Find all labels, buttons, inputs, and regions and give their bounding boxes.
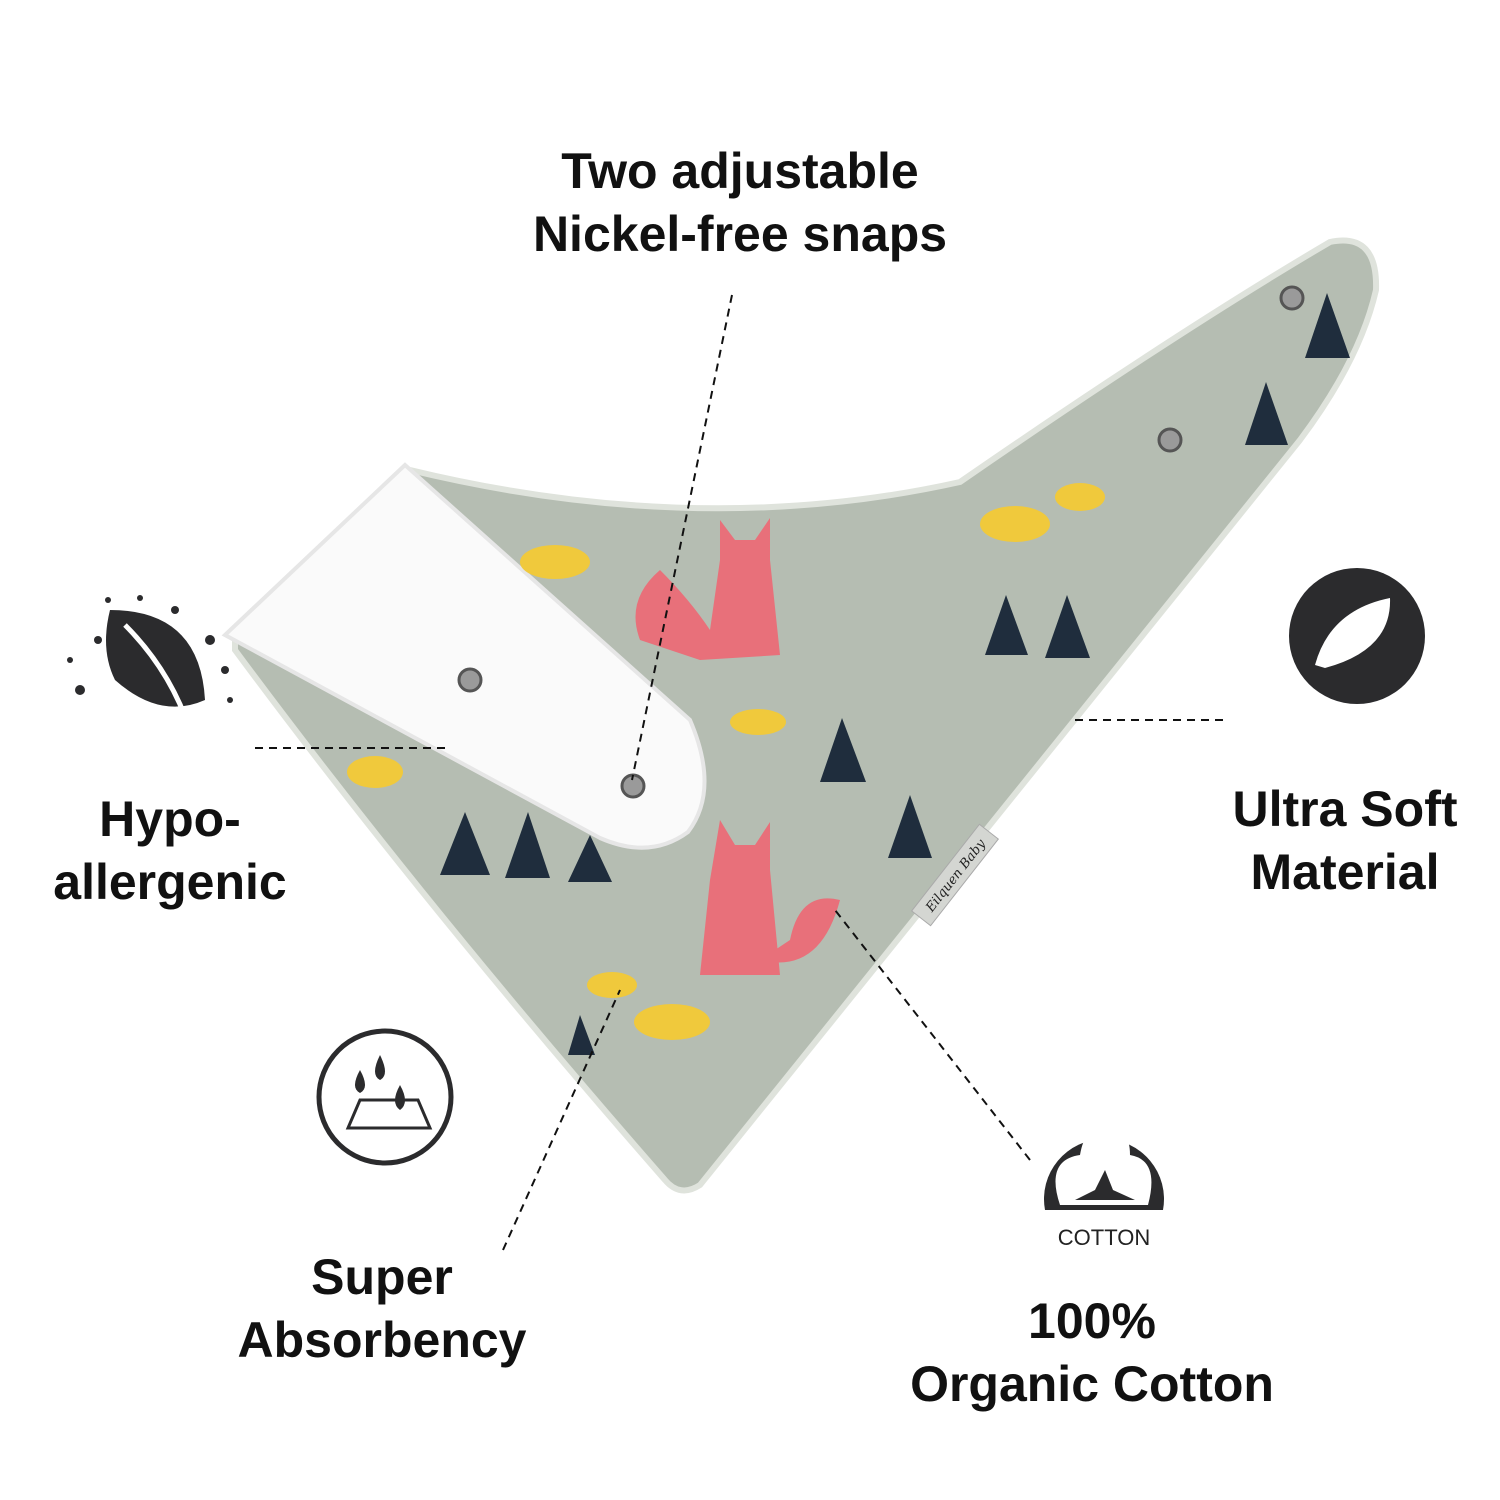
- leader-line-cotton: [834, 909, 1031, 1161]
- leader-line-snaps: [631, 294, 733, 781]
- feature-absorbency-line2: Absorbency: [237, 1312, 527, 1368]
- bib-body: [232, 237, 1380, 1194]
- leader-line-absorbency: [502, 989, 621, 1251]
- feature-absorbency-line1: Super: [311, 1249, 453, 1305]
- absorbency-icon: [316, 1028, 454, 1166]
- cotton-icon: COTTON: [1044, 1127, 1164, 1250]
- bib-strap: [221, 462, 707, 850]
- cloud-icon: [347, 483, 1105, 1040]
- leaf-icon: [67, 595, 233, 731]
- feature-cotton: 100% Organic Cotton: [910, 1290, 1274, 1416]
- feature-hypoallergenic: Hypo- allergenic: [53, 788, 286, 914]
- feature-cotton-line1: 100%: [1028, 1293, 1156, 1349]
- snap-icon: [1157, 427, 1183, 453]
- feature-hypoallergenic-line2: allergenic: [53, 854, 287, 910]
- feature-hypoallergenic-line1: Hypo-: [99, 791, 241, 847]
- feature-cotton-line2: Organic Cotton: [910, 1356, 1274, 1412]
- feature-snaps: Two adjustable Nickel-free snaps: [533, 140, 947, 266]
- snap-icon: [1279, 285, 1305, 311]
- feature-soft: Ultra Soft Material: [1233, 778, 1458, 904]
- fox-icon: [635, 518, 840, 975]
- feature-soft-line1: Ultra Soft: [1232, 781, 1458, 837]
- tree-icon: [440, 293, 1350, 1055]
- feature-snaps-line1: Two adjustable: [561, 143, 919, 199]
- snap-icon: [457, 667, 483, 693]
- feature-soft-line2: Material: [1250, 844, 1440, 900]
- feature-snaps-line2: Nickel-free snaps: [532, 206, 948, 262]
- feature-absorbency: Super Absorbency: [238, 1246, 527, 1372]
- feather-icon: [1289, 568, 1425, 704]
- cotton-badge-text: COTTON: [1058, 1225, 1150, 1250]
